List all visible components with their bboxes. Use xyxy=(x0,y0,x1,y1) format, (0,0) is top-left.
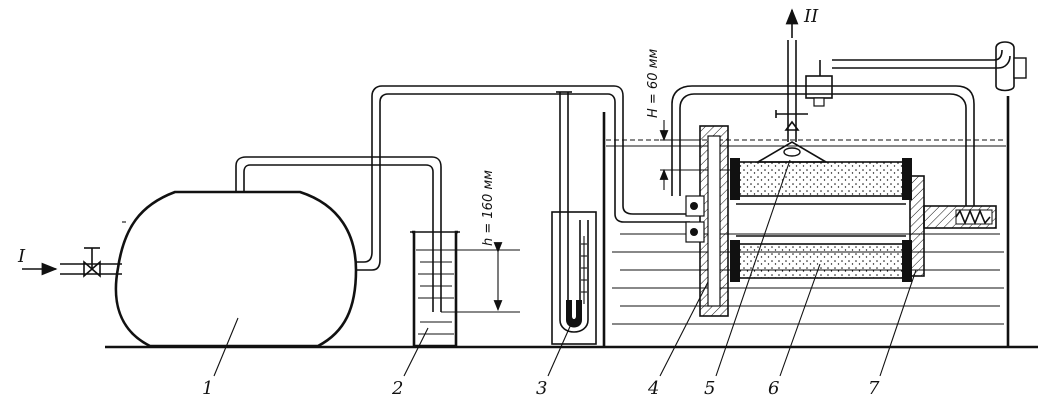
h-dimension-label: h = 160 мм xyxy=(481,170,496,246)
part-number-6: 6 xyxy=(768,378,779,399)
leader-lines xyxy=(213,159,917,377)
inlet-pipe-valve xyxy=(60,247,122,278)
part-number-4: 4 xyxy=(647,378,659,399)
end-plate-spring xyxy=(909,175,997,277)
H-dimension-label: H = 60 мм xyxy=(646,49,661,118)
inlet-label: I xyxy=(17,246,26,267)
part-number-2: 2 xyxy=(391,378,403,399)
pipe-to-filter xyxy=(356,85,690,271)
manometer xyxy=(551,91,597,345)
h-dimension xyxy=(441,242,520,313)
part-number-7: 7 xyxy=(868,378,880,399)
loop-pipe xyxy=(671,49,1011,206)
pipe-to-vessel xyxy=(235,156,442,312)
filter-cartridges xyxy=(730,158,912,282)
filter-flange xyxy=(685,125,729,317)
outlet-label: II xyxy=(803,6,819,27)
part-number-3: 3 xyxy=(536,378,547,399)
part-number-5: 5 xyxy=(704,378,715,399)
outlet-pipe xyxy=(787,40,833,107)
pressure-tank xyxy=(114,190,358,348)
part-number-1: 1 xyxy=(202,378,213,399)
clamp xyxy=(995,41,1027,92)
spray-head xyxy=(755,104,829,163)
open-glass-vessel xyxy=(410,230,460,348)
